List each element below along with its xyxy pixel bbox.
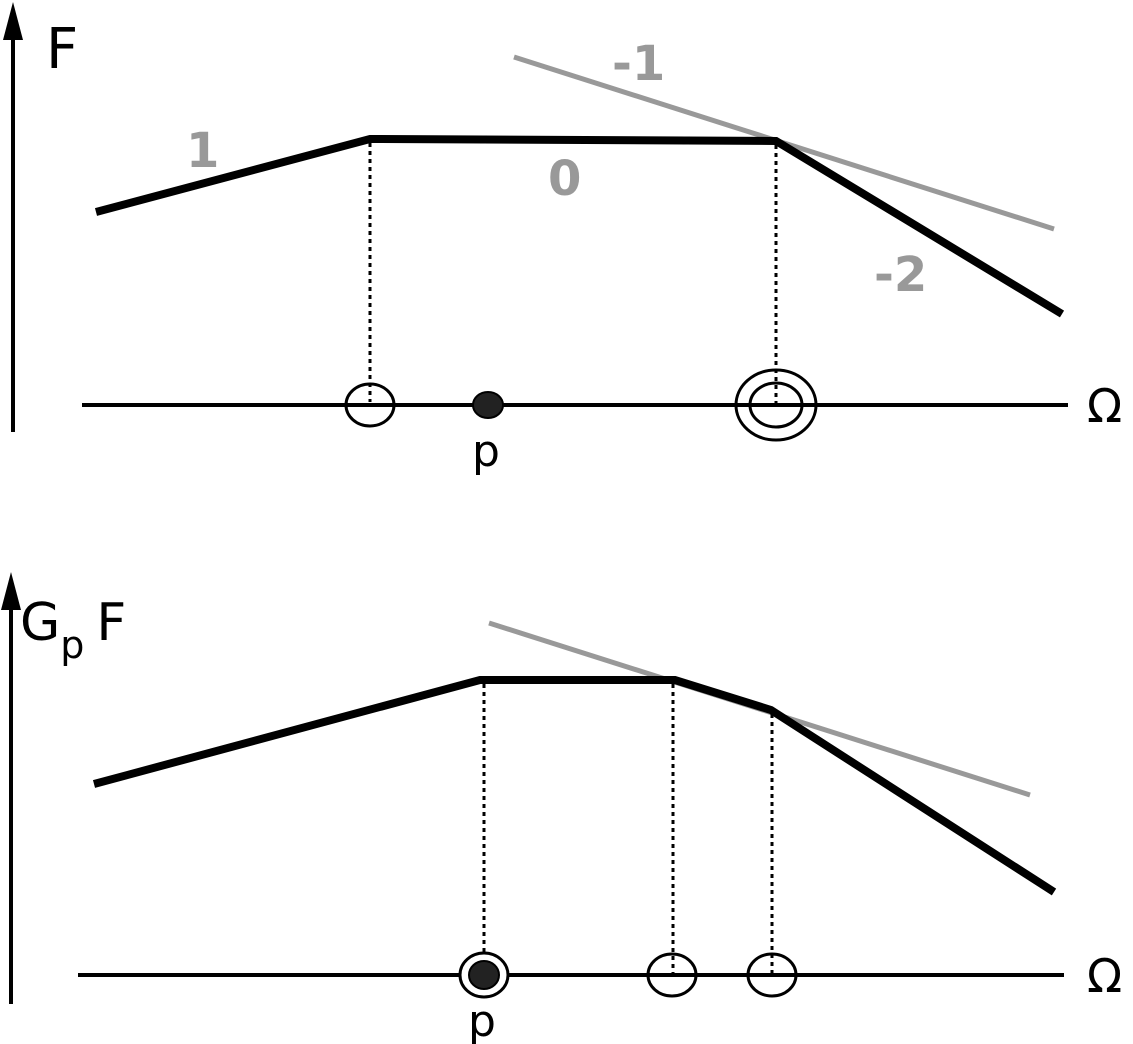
double-zero-inner-circle-icon <box>748 381 804 429</box>
slope-label-1: 1 <box>186 123 219 179</box>
double-zero-outer-circle-icon <box>734 368 818 442</box>
top-pole-label: p <box>472 426 500 477</box>
top-y-axis-arrow-icon <box>3 2 23 40</box>
top-bode-curve <box>94 134 1065 318</box>
zero-circle-icon <box>646 952 698 998</box>
slope-label-minus-1: -1 <box>612 36 665 92</box>
bottom-x-axis-label: Ω <box>1087 949 1122 1003</box>
top-y-axis-label: F <box>46 17 78 82</box>
zero-circle-icon <box>746 952 798 998</box>
slope-label-0: 0 <box>548 151 581 207</box>
pole-dot-icon <box>472 391 504 419</box>
top-panel: F Ω 1 0 -1 -2 p <box>3 2 1122 477</box>
slope-label-minus-2: -2 <box>874 247 927 303</box>
bottom-pole-label: p <box>468 996 496 1044</box>
bottom-y-axis-arrow-icon <box>1 572 21 610</box>
zero-circle-icon <box>344 382 396 428</box>
top-x-axis-label: Ω <box>1087 379 1122 433</box>
pole-dot-icon <box>468 960 500 990</box>
bottom-bode-curve <box>92 676 1057 896</box>
